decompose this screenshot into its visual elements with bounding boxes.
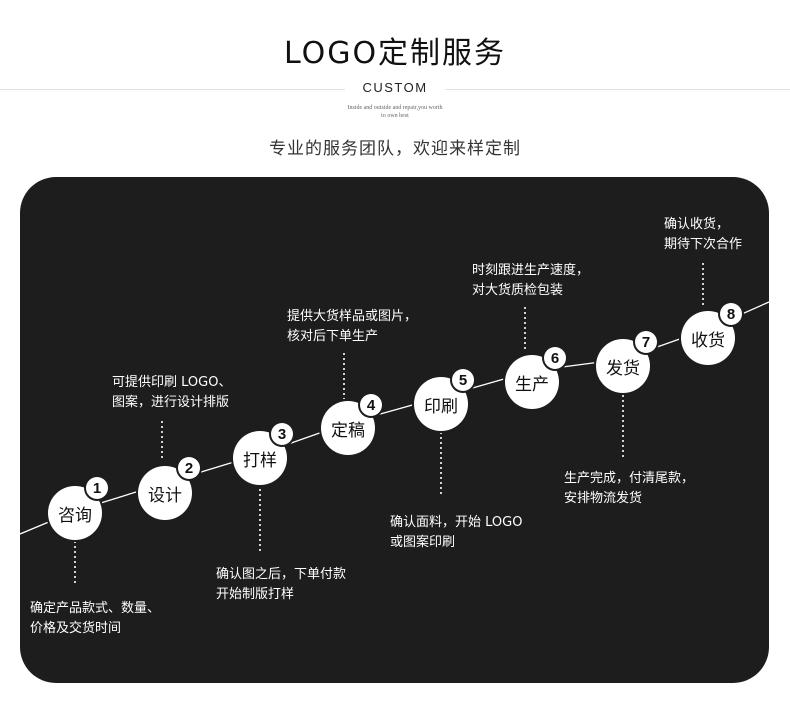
step-8-description: 确认收货， 期待下次合作: [664, 215, 742, 255]
process-panel: 咨询 1 确定产品款式、数量、 价格及交货时间 设计 2 可提供印刷 LOGO、…: [20, 177, 769, 683]
step-7-description: 生产完成，付清尾款， 安排物流发货: [564, 469, 694, 509]
step-3-desc-line-1: 确认图之后，下单付款: [216, 567, 347, 582]
step-2-desc-line-1: 可提供印刷 LOGO、: [112, 375, 232, 390]
step-4-number: 4: [360, 394, 382, 416]
step-1-desc-line-2: 价格及交货时间: [30, 621, 122, 636]
step-7-number: 7: [635, 331, 657, 353]
step-8-number: 8: [720, 303, 742, 325]
step-7-desc-line-2: 安排物流发货: [564, 491, 643, 506]
step-3-desc-line-2: 开始制版打样: [216, 587, 295, 602]
step-5-desc-line-1: 确认面料，开始 LOGO: [390, 515, 523, 530]
divider-right: [445, 89, 790, 90]
step-5-desc-line-2: 或图案印刷: [390, 535, 456, 550]
step-2-number: 2: [178, 457, 200, 479]
step-5-number: 5: [452, 369, 474, 391]
step-7-desc-line-1: 生产完成，付清尾款，: [564, 471, 695, 486]
custom-subtitle-line-2: to own best: [381, 113, 409, 119]
step-4-circle: 定稿: [321, 401, 375, 455]
step-6-desc-line-1: 时刻跟进生产速度，: [472, 263, 590, 278]
step-3-description: 确认图之后，下单付款 开始制版打样: [216, 565, 346, 605]
step-1-desc-line-1: 确定产品款式、数量、: [30, 601, 161, 616]
timeline-line: [20, 301, 769, 535]
custom-heading: CUSTOM: [362, 80, 428, 95]
page-title: LOGO定制服务: [283, 36, 507, 71]
tagline: 专业的服务团队，欢迎来样定制: [269, 139, 521, 159]
step-6-number: 6: [544, 347, 566, 369]
step-8-desc-line-1: 确认收货，: [664, 217, 730, 232]
custom-subtitle: Inside and outside and repair,you worth …: [0, 104, 790, 120]
step-4-desc-line-2: 核对后下单生产: [287, 329, 379, 344]
step-1-number: 1: [86, 477, 108, 499]
step-6-desc-line-2: 对大货质检包装: [472, 283, 564, 298]
step-3-number: 3: [271, 423, 293, 445]
step-2-desc-line-2: 图案，进行设计排版: [112, 395, 230, 410]
step-2-description: 可提供印刷 LOGO、 图案，进行设计排版: [112, 373, 231, 413]
step-4-description: 提供大货样品或图片， 核对后下单生产: [287, 307, 417, 347]
step-8-desc-line-2: 期待下次合作: [664, 237, 743, 252]
custom-subtitle-line-1: Inside and outside and repair,you worth: [347, 105, 443, 111]
process-connectors: [20, 263, 769, 585]
step-5-description: 确认面料，开始 LOGO 或图案印刷: [390, 513, 522, 553]
step-6-description: 时刻跟进生产速度， 对大货质检包装: [472, 261, 589, 301]
step-1-description: 确定产品款式、数量、 价格及交货时间: [30, 599, 160, 639]
step-4-desc-line-1: 提供大货样品或图片，: [287, 309, 418, 324]
divider-left: [0, 89, 345, 90]
